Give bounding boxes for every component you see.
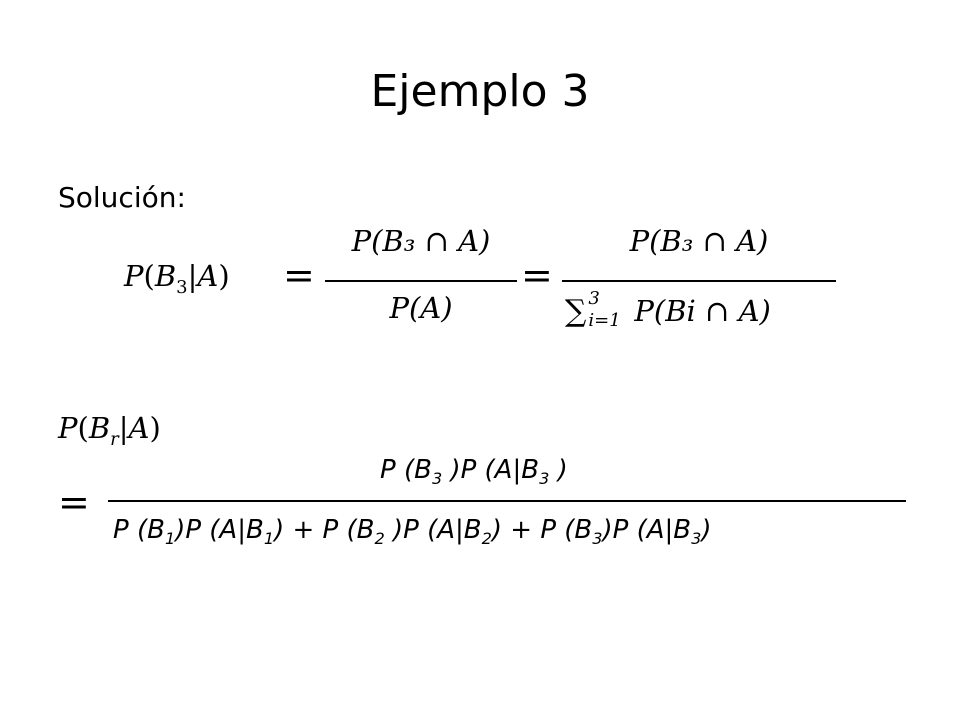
eq1-frac2-numerator: P(B₃ ∩ A) (629, 224, 769, 258)
eq2-lhs: P(Br|A) (58, 411, 161, 450)
slide-title: Ejemplo 3 (370, 66, 590, 117)
eq1-lhs: P(B3|A) (124, 259, 230, 298)
eq2-denominator: P (B1)P (A|B1) + P (B2 )P (A|B2) + P (B3… (113, 515, 712, 549)
eq1-equals-2: = (521, 253, 553, 297)
eq1-frac1-denominator: P(A) (389, 291, 453, 325)
eq2-numerator: P (B3 )P (A|B3 ) (380, 455, 568, 489)
eq1-frac2-bar (562, 280, 836, 282)
eq2-equals: = (58, 480, 90, 524)
eq1-frac1-numerator: P(B₃ ∩ A) (351, 224, 491, 258)
solution-label: Solución: (58, 181, 186, 214)
eq2-fraction-bar (108, 500, 906, 502)
eq1-frac1-bar (325, 280, 517, 282)
eq1-equals-1: = (283, 253, 315, 297)
